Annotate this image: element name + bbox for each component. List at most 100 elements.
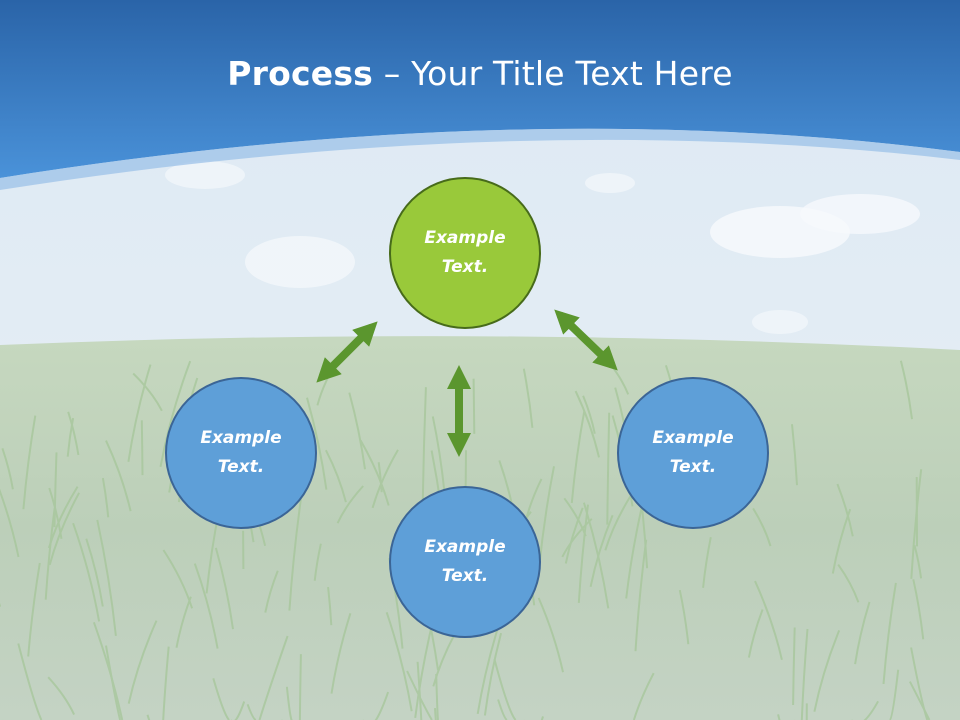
grass-blade — [434, 708, 441, 720]
node-top: Example Text. — [389, 177, 541, 329]
grass-blade — [1, 447, 14, 490]
grass-blade — [336, 485, 364, 524]
grass-blade — [800, 628, 809, 720]
cloud — [585, 173, 635, 193]
grass-blade — [288, 498, 302, 611]
grass-blade — [582, 502, 610, 609]
grass-blade — [634, 539, 648, 652]
grass-blade — [882, 582, 897, 685]
node-top-label: Example Text. — [424, 228, 506, 277]
grass-blade — [306, 397, 328, 490]
grass-blade — [791, 424, 798, 486]
grass-blade — [101, 477, 110, 518]
grass-blade — [837, 564, 860, 603]
node-left-label: Example Text. — [200, 428, 282, 477]
title-bold: Process — [227, 54, 374, 93]
grass-blade — [522, 368, 534, 428]
grass-blade — [66, 417, 75, 457]
grass-blade — [472, 378, 476, 434]
grass-blade — [570, 411, 586, 504]
header-band — [0, 0, 960, 178]
grass-blade — [285, 686, 294, 720]
grass-blade — [854, 601, 871, 665]
grass-blade — [435, 673, 439, 720]
grass-blade — [175, 596, 192, 648]
grass-blade — [604, 492, 634, 551]
grass-blade — [72, 522, 101, 622]
grass-blade — [325, 449, 347, 503]
grass-blade — [127, 620, 158, 704]
grass-blade — [910, 469, 923, 579]
grass-blade — [831, 508, 852, 574]
cloud — [165, 161, 245, 189]
node-bottom: Example Text. — [389, 486, 541, 638]
grass-blade — [813, 630, 841, 712]
grass-blade — [214, 547, 234, 630]
grass-blade — [132, 372, 163, 412]
grass-blade — [574, 390, 600, 458]
node-right-label: Example Text. — [652, 428, 734, 477]
arrow-top-right — [554, 309, 618, 371]
grass-blade — [85, 538, 104, 607]
grass-blade — [258, 635, 289, 720]
grass-blade — [22, 415, 37, 510]
grass-blade — [483, 632, 503, 716]
grass-blade — [44, 508, 56, 600]
grass-blade — [359, 439, 390, 506]
grass-blade — [747, 609, 764, 658]
grass-blade — [105, 645, 122, 720]
grass-blade — [589, 514, 614, 588]
grass-blade — [53, 452, 58, 528]
grass-blade — [899, 360, 913, 420]
grass-blade — [27, 562, 41, 657]
grass-blade — [385, 611, 413, 712]
grass-blade — [910, 647, 929, 720]
grass-blade — [327, 586, 333, 626]
grass-blade — [17, 643, 43, 720]
grass-blade — [792, 627, 796, 706]
grass-blade — [67, 411, 80, 456]
grass-blade — [702, 537, 712, 588]
grass-blade — [140, 420, 144, 476]
grass-blade — [47, 486, 79, 549]
grass-blade — [912, 579, 925, 640]
grass-blade — [48, 487, 63, 539]
grass-blade — [47, 676, 76, 716]
grass-blade — [888, 669, 900, 720]
grass-blade — [0, 488, 20, 558]
grass-blade — [371, 449, 399, 509]
grass-blade — [127, 364, 152, 462]
grass-blade — [421, 387, 427, 505]
grass-blade — [431, 416, 446, 490]
grass-blade — [162, 549, 194, 609]
grass-blade — [348, 392, 366, 470]
grass-blade — [632, 672, 655, 720]
grass-blade — [313, 543, 322, 581]
grass-blade — [362, 691, 390, 720]
grass-blade — [96, 519, 117, 637]
grass-blade — [606, 412, 611, 525]
grass-blade — [493, 658, 517, 720]
cloud — [752, 310, 808, 334]
grass-blade — [537, 597, 564, 673]
grass-blade — [230, 701, 246, 720]
grass-blade — [92, 621, 124, 720]
grass-blade — [563, 497, 587, 537]
grass-blade — [754, 580, 783, 661]
header-band-highlight — [0, 128, 960, 190]
grass-blade — [836, 483, 854, 537]
cloud — [800, 194, 920, 234]
node-left: Example Text. — [165, 377, 317, 529]
grass-blade — [913, 544, 923, 579]
grass-blade — [406, 670, 433, 720]
grass-blade — [851, 700, 879, 720]
grass-blade — [105, 440, 132, 512]
node-right: Example Text. — [617, 377, 769, 529]
grass-blade — [193, 563, 219, 649]
grass-blade — [582, 395, 596, 434]
grass-blade — [625, 500, 645, 599]
grass-blade — [564, 507, 584, 564]
grass-blade — [212, 678, 230, 720]
title-rest: – Your Title Text Here — [373, 54, 733, 93]
